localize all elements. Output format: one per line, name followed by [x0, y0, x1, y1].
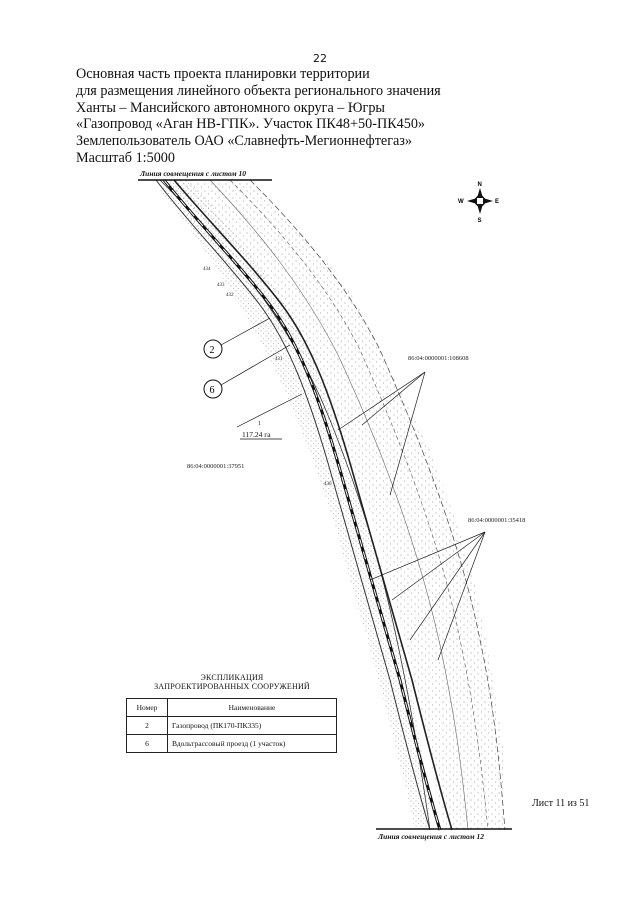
document-header: Основная часть проекта планировки террит…	[76, 66, 441, 167]
parcel-leader	[369, 531, 486, 581]
parcel-label: 86:04:0000001:35418	[468, 517, 525, 524]
callout-2-label: 2	[210, 345, 215, 356]
table-header-row: Номер Наименование	[126, 698, 337, 717]
header-line: Землепользователь ОАО «Славнефть-Мегионн…	[76, 133, 413, 150]
area-mark: 1	[258, 421, 261, 427]
explication-title: ЭКСПЛИКАЦИЯ ЗАПРОЕКТИРОВАННЫХ СООРУЖЕНИЙ	[126, 673, 338, 691]
sheet-label: Лист 11 из 51	[532, 798, 590, 809]
page-number: 22	[313, 52, 327, 65]
parcel-leader	[437, 531, 486, 661]
picket-label: 432	[226, 293, 234, 298]
area-leader	[236, 393, 303, 428]
access-road-edge	[155, 179, 431, 831]
header-line: Ханты – Мансийского автономного округа –…	[76, 99, 385, 116]
parcel-leader	[337, 371, 426, 431]
gas-pipeline-dash	[163, 179, 441, 831]
compass-e: E	[495, 199, 499, 205]
row-name: Газопровод (ПК170-ПК335)	[167, 716, 337, 735]
column-header-name: Наименование	[167, 698, 337, 717]
match-line-bottom-label: Линия совмещения с листом 12	[377, 832, 484, 841]
callout-2-circle	[203, 339, 223, 359]
header-line: Масштаб 1:5000	[76, 149, 175, 166]
parcel-leader	[361, 371, 426, 426]
parcel-leader	[391, 531, 486, 601]
header-line: «Газопровод «Аган НВ-ГПК». Участок ПК48+…	[76, 116, 426, 133]
explication-title-line1: ЭКСПЛИКАЦИЯ	[200, 673, 264, 682]
table-row: 6 Вдольтрассовый проезд (1 участок)	[126, 734, 337, 753]
stippled-zone	[162, 180, 505, 830]
picket-label: 433	[217, 283, 225, 288]
parcel-leader	[409, 531, 486, 641]
boundary-line	[229, 179, 489, 831]
explication-table: Номер Наименование 2 Газопровод (ПК170-П…	[126, 698, 337, 753]
access-road	[173, 179, 453, 831]
picket-label: 434	[203, 267, 211, 272]
picket-label: 430	[324, 482, 332, 487]
callout-6-circle	[203, 379, 223, 399]
table-row: 2 Газопровод (ПК170-ПК335)	[126, 716, 337, 735]
parcel-label: 86:04:0000001:108608	[408, 355, 469, 362]
row-number: 2	[126, 716, 168, 735]
compass-n: N	[478, 182, 482, 188]
header-line: для размещения линейного объекта региона…	[76, 82, 441, 99]
boundary-line	[209, 179, 469, 831]
callout-6-label: 6	[210, 385, 215, 396]
column-header-number: Номер	[126, 698, 168, 717]
explication-title-line2: ЗАПРОЕКТИРОВАННЫХ СООРУЖЕНИЙ	[154, 682, 310, 691]
compass-w: W	[458, 199, 464, 205]
picket-label: 431	[275, 357, 283, 362]
row-number: 6	[126, 734, 168, 753]
callout-6-leader	[220, 344, 291, 386]
compass-s: S	[478, 218, 482, 224]
area-label: 117.24 га	[242, 430, 271, 439]
callout-2-leader	[220, 317, 271, 346]
compass-icon: N S W E	[458, 182, 499, 224]
row-name: Вдольтрассовый проезд (1 участок)	[167, 734, 337, 753]
parcel-label: 86:04:0000001:37951	[187, 463, 244, 470]
stippled-zone-left	[160, 180, 430, 830]
parcel-leader	[389, 371, 426, 496]
header-line: Основная часть проекта планировки террит…	[76, 66, 370, 82]
match-line-top-label: Линия совмещения с листом 10	[139, 169, 246, 178]
